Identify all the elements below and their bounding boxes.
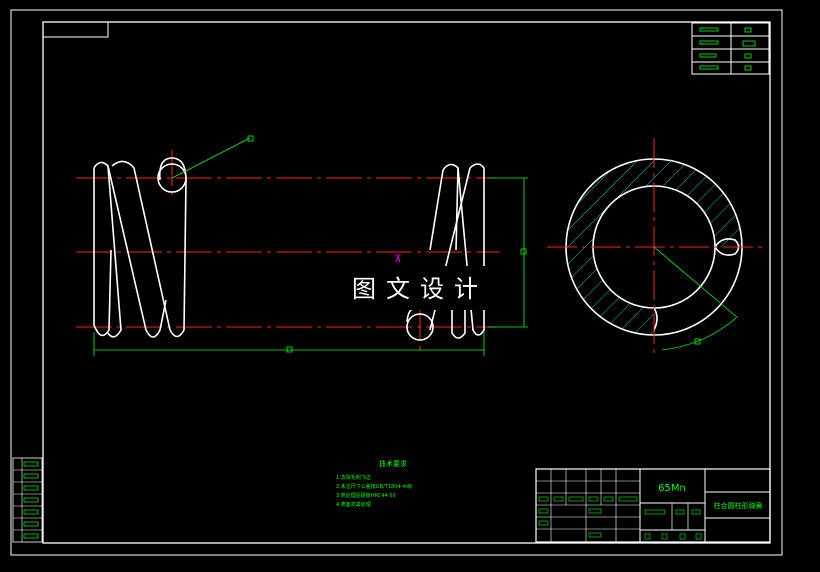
watermark: 图文设计 (336, 266, 506, 310)
title-block: 65Mn 柱合圆柱形弹簧 (535, 468, 771, 543)
binding-strip (12, 457, 43, 543)
tech-line-4: 4.表面发黑处理 (336, 501, 371, 508)
tech-line-1: 1.去除毛刺飞边 (336, 474, 371, 481)
spring-side-section (547, 138, 762, 355)
sheet-frame (10, 9, 783, 556)
tech-line-2: 2.未注尺寸公差按GB/T1804-m级 (336, 483, 412, 490)
watermark-text: 图文设计 (352, 275, 488, 303)
material-label: 65Mn (658, 483, 686, 494)
tech-line-3: 3.热处理后硬度HRC44-50 (336, 492, 396, 499)
revision-table (691, 22, 770, 75)
spring-front-view: ⊼ (76, 135, 528, 356)
tech-requirements: 技术要求 1.去除毛刺飞边 2.未注尺寸公差按GB/T1804-m级 3.热处理… (336, 459, 412, 508)
tech-heading: 技术要求 (379, 459, 407, 468)
svg-text:⊼: ⊼ (394, 254, 401, 265)
drawing-title: 柱合圆柱形弹簧 (714, 501, 763, 510)
